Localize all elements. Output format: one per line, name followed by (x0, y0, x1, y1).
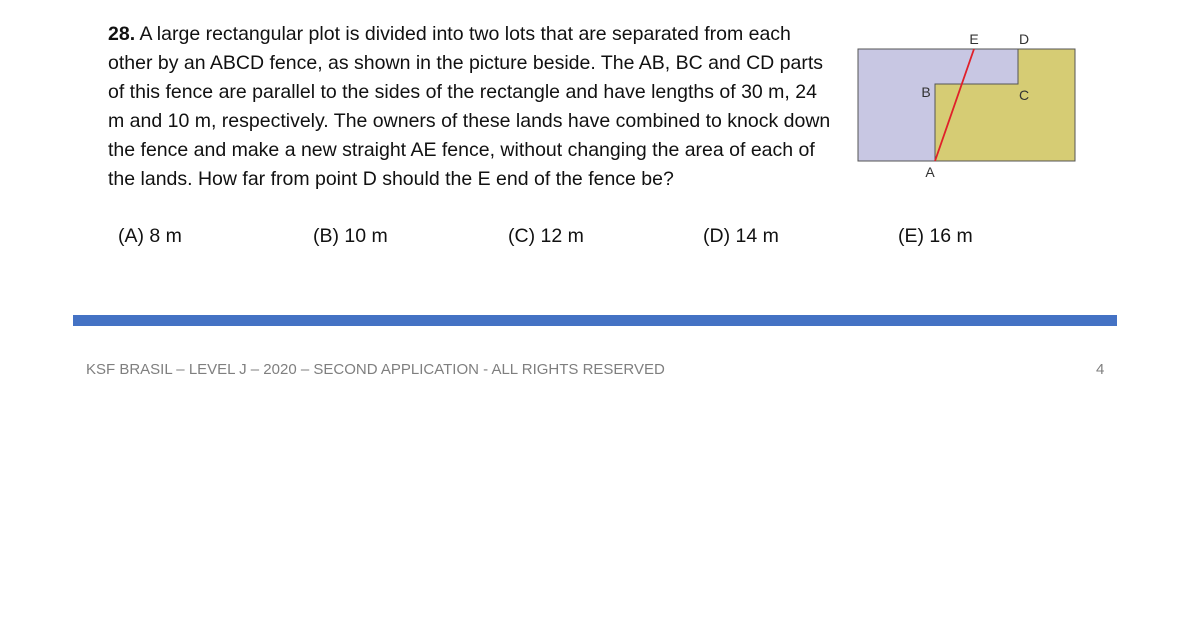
fence-diagram: E D B C A (857, 31, 1076, 180)
page-number: 4 (1096, 361, 1105, 378)
option-e: (E) 16 m (898, 225, 973, 247)
label-e: E (969, 31, 978, 47)
option-c: (C) 12 m (508, 225, 584, 247)
label-a: A (925, 164, 935, 180)
label-d: D (1019, 31, 1029, 47)
option-d: (D) 14 m (703, 225, 779, 247)
question-body: A large rectangular plot is divided into… (108, 23, 831, 190)
label-c: C (1019, 87, 1029, 103)
divider-bar (73, 315, 1117, 326)
label-b: B (921, 84, 930, 100)
new-fence-ae (934, 48, 975, 162)
option-a: (A) 8 m (118, 225, 182, 247)
question-number: 28. (108, 23, 136, 45)
right-lot (934, 48, 1076, 162)
option-b: (B) 10 m (313, 225, 388, 247)
footer-copyright: KSF BRASIL – LEVEL J – 2020 – SECOND APP… (86, 361, 665, 378)
question-text: 28. A large rectangular plot is divided … (108, 20, 838, 194)
